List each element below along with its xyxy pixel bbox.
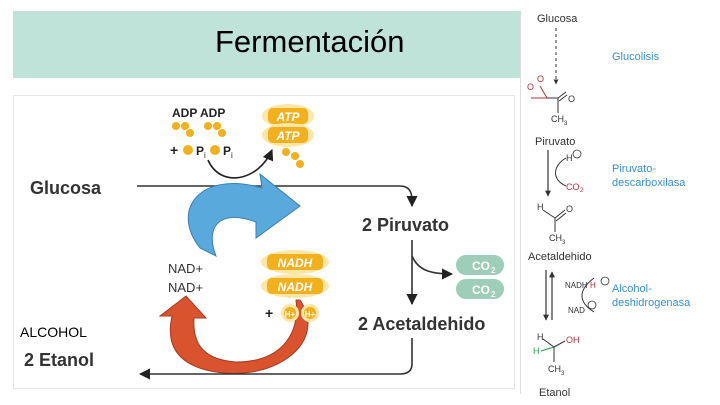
glucolisis-label: Glucolisis [612,51,660,63]
nad-plus-label-2: NAD+ [168,280,203,295]
adp-label-2: ADP [200,106,225,120]
acetaldehyde-structure: H O CH 3 [537,202,573,246]
phosphate-dot-1 [183,145,193,155]
proton-label-2: H+ [305,310,316,319]
phosphate-dot-2 [210,145,220,155]
proton-badge-1: H+ [281,304,299,322]
panel-divider [520,14,521,394]
co2-label-2: CO [472,283,490,297]
glucosa-to-piruvato-arrow [137,185,418,208]
title-band [13,11,521,78]
plus-charge-icon [572,149,582,159]
main-diagram-panel [13,95,515,389]
glucosa-label: Glucosa [30,178,102,198]
svg-text:CH: CH [548,364,561,374]
acetaldehido-label: 2 Acetaldehido [358,314,485,334]
nadh-label-2: NADH [278,280,313,294]
co2-badge-2: CO 2 [456,279,504,299]
nad-reduction-blue-arrow [187,172,301,258]
plus-sign-1: + [170,142,178,158]
proton-label-1: H+ [285,310,296,319]
svg-text:3: 3 [561,371,565,377]
co2-sub-2: 2 [491,290,496,299]
co2-badge-1: CO 2 [456,255,504,275]
side-piruvato-label: Piruvato [535,136,575,148]
pyruvate-structure: O O O CH 3 [527,74,575,127]
page-title: Fermentación [215,24,405,59]
h-small-label: H [590,281,596,290]
nad-plus-label-1: NAD+ [168,261,203,276]
svg-text:CH: CH [549,233,562,243]
decarboxylation-side-arc [555,157,567,187]
proton-badge-2: H+ [301,304,319,322]
svg-text:H: H [537,202,544,212]
side-glucosa-label: Glucosa [537,13,578,25]
co2-release-arrow [411,255,454,280]
enzyme-2-line-1: Alcohol- [612,283,652,295]
nadh-side-label: NADH [565,281,588,290]
co2-sub-1: 2 [491,266,496,275]
atp-formation-arrow [207,148,274,179]
h-plus-label: H [566,153,573,163]
nadh-oxidation-red-arrow [158,295,309,374]
svg-text:O: O [566,204,573,214]
atp-label-2: ATP [275,129,300,143]
svg-text:3: 3 [564,121,568,127]
pi-label-1: P [196,144,204,158]
atp-badge-1: ATP [262,104,314,128]
pi-sub-1: i [204,151,206,160]
side-etanol-label: Etanol [539,387,570,399]
side-co2-sub: 2 [580,188,584,194]
nadh-badge-1: NADH [261,250,329,274]
nadh-badge-2: NADH [261,274,329,298]
plus-sign-2: + [265,305,273,321]
nad-side-label: NAD [568,306,585,315]
side-acetaldehido-label: Acetaldehido [528,251,592,263]
pi-label-2: P [223,144,231,158]
reduction-side-arc [581,277,595,313]
pi-sub-2: i [231,151,233,160]
piruvato-label: 2 Piruvato [362,215,449,235]
adp-phosphate-dots [172,122,226,137]
atp-badge-2: ATP [262,123,314,147]
alcohol-label: ALCOHOL [20,324,87,340]
svg-text:3: 3 [562,240,566,246]
svg-text:H: H [537,332,544,342]
etanol-label: 2 Etanol [24,350,94,370]
svg-text:O: O [568,94,575,104]
svg-text:O: O [537,74,544,84]
co2-label-1: CO [472,259,490,273]
svg-text:CH: CH [551,114,564,124]
adp-label-1: ADP [172,106,197,120]
enzyme-1-line-1: Piruvato- [612,163,656,175]
atp-label-1: ATP [275,110,300,124]
atp-dots [282,148,304,168]
acetaldehido-to-etanol-arrow [138,338,413,380]
svg-text:H: H [533,346,540,356]
side-co2-label: CO [566,182,580,192]
minus-charge-icon [600,276,610,286]
svg-text:OH: OH [566,335,580,345]
svg-text:O: O [527,82,534,92]
enzyme-2-line-2: deshidrogenasa [612,297,691,309]
plus-charge-icon-2 [587,300,597,310]
ethanol-structure: H H OH CH 3 [533,332,580,377]
enzyme-1-line-2: descarboxilasa [612,177,686,189]
nadh-label-1: NADH [278,256,313,270]
